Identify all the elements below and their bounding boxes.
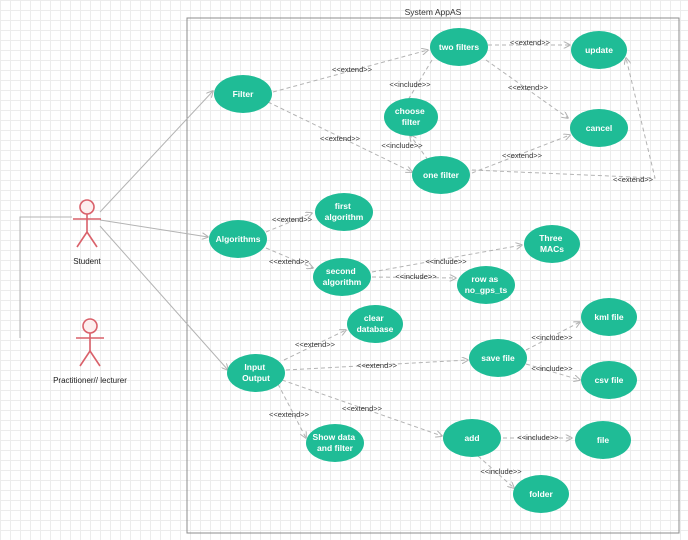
edge-label: <<extend>>: [502, 151, 543, 160]
usecase-cancel[interactable]: cancel: [570, 109, 628, 147]
generalization-line: [19, 216, 72, 338]
edge-label: <<extend>>: [508, 83, 549, 92]
usecase-label: Input: [244, 362, 265, 372]
svg-text:Input Output: Input Output: [242, 362, 270, 383]
usecase-add[interactable]: add: [443, 419, 501, 457]
usecase-kml-file[interactable]: kml file: [581, 298, 637, 336]
usecase-label: file: [597, 435, 610, 445]
usecase-label: first: [335, 201, 351, 211]
svg-text:Three MACs: Three MACs: [539, 233, 565, 254]
edge-label: <<include>>: [517, 433, 559, 442]
usecase-label: and filter: [317, 443, 354, 453]
usecase-label: one filter: [423, 170, 460, 180]
usecase-label: cancel: [586, 123, 612, 133]
edge-label: <<extend>>: [269, 257, 310, 266]
svg-text:add: add: [464, 433, 479, 443]
usecase-show-data[interactable]: Show data and filter: [306, 424, 364, 462]
edge-label: <<include>>: [425, 257, 467, 266]
usecase-save-file[interactable]: save file: [469, 339, 527, 377]
actor-student[interactable]: [73, 199, 101, 248]
usecase-label: choose: [395, 106, 425, 116]
usecase-label: database: [357, 324, 394, 334]
usecase-first-algorithm[interactable]: first algorithm: [315, 193, 373, 231]
usecase-label: Algorithms: [216, 234, 261, 244]
svg-text:Algorithms: Algorithms: [216, 234, 261, 244]
edge-label: <<include>>: [389, 80, 431, 89]
edge-label: <<extend>>: [269, 410, 310, 419]
svg-text:folder: folder: [529, 489, 553, 499]
usecase-label: MACs: [540, 244, 564, 254]
svg-text:one filter: one filter: [423, 170, 460, 180]
usecase-choose-filter[interactable]: choose filter: [384, 98, 438, 136]
usecase-label: two filters: [439, 42, 479, 52]
edge-label: <<extend>>: [510, 38, 551, 47]
usecase-label: row as: [471, 274, 498, 284]
usecase-two-filters[interactable]: two filters: [430, 28, 488, 66]
usecase-label: Filter: [233, 89, 254, 99]
usecase-label: Three: [539, 233, 562, 243]
edge-labels: <<extend>> <<extend>> <<include>> <<exte…: [269, 38, 654, 476]
svg-text:kml file: kml file: [594, 312, 624, 322]
usecase-label: Show data: [313, 432, 356, 442]
svg-text:Filter: Filter: [233, 89, 254, 99]
edge-label: <<extend>>: [332, 65, 373, 74]
usecase-label: filter: [402, 117, 421, 127]
associations: [99, 91, 228, 370]
edge-label: <<extend>>: [295, 340, 336, 349]
svg-text:csv file: csv file: [595, 375, 624, 385]
usecase-label: save file: [481, 353, 515, 363]
svg-text:first algorithm: first algorithm: [325, 201, 364, 222]
usecase-label: Output: [242, 373, 270, 383]
usecase-row-as[interactable]: row as no_gps_ts: [457, 266, 515, 304]
svg-text:two filters: two filters: [439, 42, 479, 52]
svg-text:row as no_gps_ts: row as no_gps_ts: [465, 274, 508, 295]
edge-label: <<include>>: [531, 364, 573, 373]
relationships: [265, 45, 656, 488]
usecase-label: kml file: [594, 312, 624, 322]
svg-text:second algorithm: second algorithm: [323, 266, 362, 287]
usecase-algorithms[interactable]: Algorithms: [209, 220, 267, 258]
usecase-three-macs[interactable]: Three MACs: [524, 225, 580, 263]
edge-label: <<include>>: [395, 272, 437, 281]
actor-practitioner[interactable]: [76, 318, 104, 367]
svg-text:choose filter: choose filter: [395, 106, 427, 127]
edge-label: <<include>>: [531, 333, 573, 342]
edge-label: <<include>>: [480, 467, 522, 476]
system-boundary: [186, 17, 680, 534]
system-title: System AppAS: [405, 7, 462, 17]
svg-text:update: update: [585, 45, 613, 55]
edge-label: <<extend>>: [357, 361, 398, 370]
usecase-one-filter[interactable]: one filter: [412, 156, 470, 194]
usecase-folder[interactable]: folder: [513, 475, 569, 513]
usecase-label: clear: [364, 313, 385, 323]
svg-text:cancel: cancel: [586, 123, 612, 133]
usecase-label: csv file: [595, 375, 624, 385]
svg-text:save file: save file: [481, 353, 515, 363]
edge-label: <<extend>>: [613, 175, 654, 184]
usecase-label: algorithm: [323, 277, 362, 287]
usecase-update[interactable]: update: [571, 31, 627, 69]
actor-student-label: Student: [73, 257, 101, 266]
svg-text:clear database: clear database: [357, 313, 394, 334]
usecase-filter[interactable]: Filter: [214, 75, 272, 113]
usecase-label: folder: [529, 489, 553, 499]
edge-label: <<extend>>: [272, 215, 313, 224]
actor-practitioner-label: Practitioner// lecturer: [53, 376, 127, 385]
edge-label: <<extend>>: [342, 404, 383, 413]
usecase-clear-database[interactable]: clear database: [347, 305, 403, 343]
edge-label: <<extend>>: [320, 134, 361, 143]
usecase-input-output[interactable]: Input Output: [227, 354, 285, 392]
usecase-second-algorithm[interactable]: second algorithm: [313, 258, 371, 296]
usecase-csv-file[interactable]: csv file: [581, 361, 637, 399]
usecase-label: update: [585, 45, 613, 55]
usecase-label: no_gps_ts: [465, 285, 508, 295]
svg-text:file: file: [597, 435, 610, 445]
usecase-file[interactable]: file: [575, 421, 631, 459]
usecase-label: add: [464, 433, 479, 443]
edge-label: <<include>>: [381, 141, 423, 150]
usecase-label: second: [326, 266, 356, 276]
svg-text:Show data and filter: Show data and filter: [313, 432, 358, 453]
usecase-label: algorithm: [325, 212, 364, 222]
